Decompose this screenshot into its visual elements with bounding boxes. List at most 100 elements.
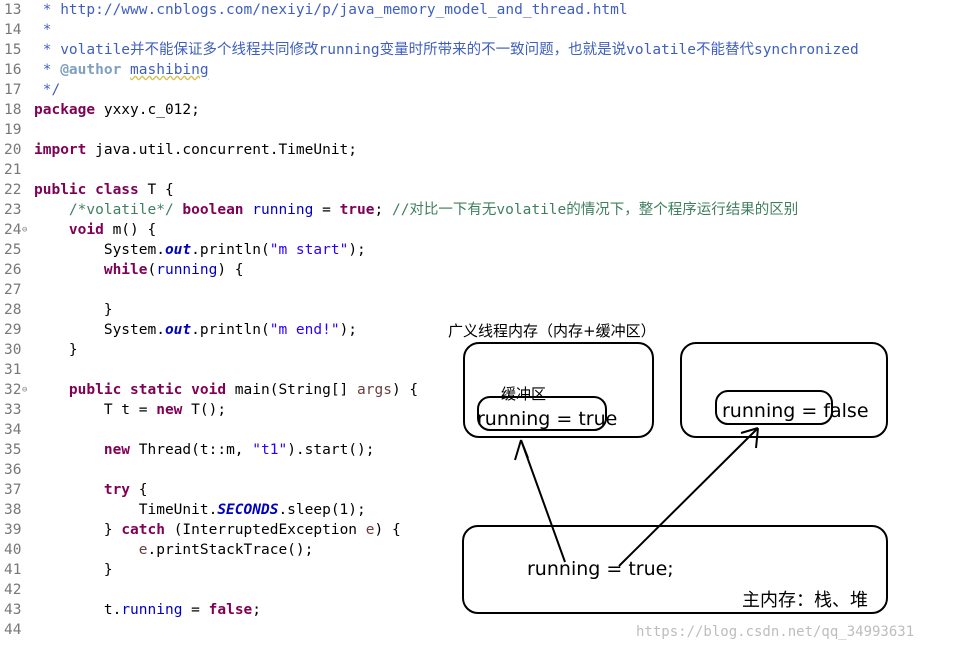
code-token: T t = [34,402,157,418]
line-number: 18 [4,102,22,118]
code-token: } [34,562,113,578]
watermark: https://blog.csdn.net/qq_34993631 [636,624,915,640]
thread-memory-title: 广义线程内存（内存+缓冲区） [448,322,656,340]
buffer-label: 缓冲区 [501,385,547,403]
code-token: new [156,402,183,418]
code-token: java.util.concurrent.TimeUnit; [86,142,358,158]
line-number: 16 [4,62,22,78]
code-token: e [365,522,375,538]
line-number: 24 [4,222,22,238]
code-token: ( [147,262,157,278]
code-token: "m start" [269,242,349,258]
line-number: 23 [4,202,22,218]
code-token: } [34,522,122,538]
code-token: .printStackTrace(); [147,542,314,558]
line-number: 30 [4,342,22,358]
code-token: m() { [103,222,157,238]
code-token: Thread(t::m, [130,442,253,458]
code-token: running [121,602,183,618]
code-token: running [252,202,314,218]
code-token: * [34,62,61,78]
line-number: 39 [4,522,22,538]
line-number: 29 [4,322,22,338]
code-token: } [34,342,78,358]
code-token: * volatile并不能保证多个线程共同修改running变量时所带来的不一致… [34,42,859,58]
code-token [34,382,69,398]
code-token: "m end!" [269,322,340,338]
code-token: public class [34,182,139,198]
line-number: 13 [4,2,22,18]
code-token: /*volatile*/ [68,202,174,218]
line-number: 14 [4,22,22,38]
line-number: 44 [4,622,22,638]
code-token: while [103,262,148,278]
code-token: System. [34,322,165,338]
code-token: args [357,382,392,398]
code-text: } [34,340,78,360]
code-text: TimeUnit.SECONDS.sleep(1); [34,500,366,520]
code-text: } catch (InterruptedException e) { [34,520,401,540]
code-text: * @author mashibing [34,60,209,80]
code-text: package yxxy.c_012; [34,100,200,120]
code-token: running [156,262,218,278]
line-number: 41 [4,562,22,578]
code-text: /*volatile*/ boolean running = true; //对… [34,200,798,220]
code-token: = [182,602,209,618]
line-number: 20 [4,142,22,158]
code-token [34,442,104,458]
code-text: public class T { [34,180,174,200]
line-number: 34 [4,422,22,438]
code-token: T(); [182,402,227,418]
code-token: boolean [182,202,244,218]
code-text: void m() { [34,220,156,240]
code-text: public static void main(String[] args) { [34,380,418,400]
main-memory-label: 主内存：栈、堆 [742,590,868,611]
code-token: t. [34,602,122,618]
code-token: yxxy.c_012; [95,102,200,118]
code-token: public static void [68,382,227,398]
line-number: 36 [4,462,22,478]
code-text: T t = new T(); [34,400,226,420]
code-token: ; [374,202,392,218]
code-text: try { [34,480,148,500]
code-token [34,482,104,498]
main-thread-running-value: running = false [722,400,869,422]
code-token: SECONDS [217,502,279,518]
line-number: 33 [4,402,22,418]
code-token: */ [34,82,61,98]
code-token: .sleep(1); [278,502,366,518]
code-token: package [34,102,96,118]
code-token: System. [34,242,165,258]
line-number: 27 [4,282,22,298]
line-number: 19 [4,122,22,138]
code-text: } [34,300,113,320]
code-text: * [34,20,52,40]
code-token: T { [138,182,174,198]
line-number: 21 [4,162,22,178]
code-token: e [138,542,148,558]
code-token: catch [121,522,165,538]
code-token: void [68,222,104,238]
code-token: .println( [191,322,270,338]
code-token: import [34,142,87,158]
code-token: } [34,302,113,318]
code-text: * volatile并不能保证多个线程共同修改running变量时所带来的不一致… [34,40,859,60]
line-number: 25 [4,242,22,258]
line-number: 32 [4,382,22,398]
code-token: main(String[] [226,382,358,398]
code-token: { [130,482,148,498]
code-token: * [34,22,52,38]
code-token: "t1" [252,442,288,458]
code-text: } [34,560,113,580]
code-token: true [339,202,375,218]
fold-toggle-icon[interactable]: ⊖ [22,225,28,235]
code-text: new Thread(t::m, "t1").start(); [34,440,375,460]
code-token: = [313,202,340,218]
code-text: while(running) { [34,260,244,280]
code-token: ); [348,242,366,258]
code-token: //对比一下有无volatile的情况下，整个程序运行结果的区别 [391,202,799,218]
code-text: * http://www.cnblogs.com/nexiyi/p/java_m… [34,0,628,20]
thread-memory-box-main [680,342,888,438]
fold-toggle-icon[interactable]: ⊖ [22,385,28,395]
code-token: ) { [391,382,419,398]
